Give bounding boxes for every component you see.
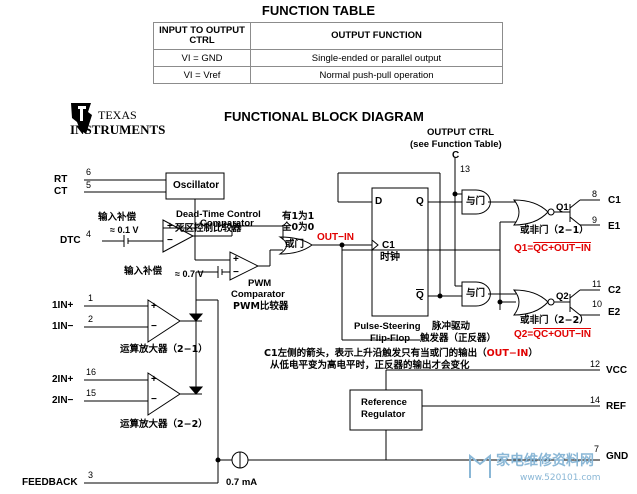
pin-e1-number: 9 (592, 215, 598, 225)
pwm-label-cn: PWM比较器 (233, 301, 289, 312)
nor-gate-2-label: 或非门（2−2） (520, 315, 589, 326)
col-header-output: OUTPUT FUNCTION (250, 22, 503, 50)
current-07ma-label: 0.7 mA (226, 477, 258, 488)
function-table-title: FUNCTION TABLE (261, 3, 376, 18)
out-in-label: OUT−IN (317, 232, 354, 243)
flip-flop-cn: 触发器（正反器） (420, 333, 497, 344)
pin-1in-plus-label: 1IN+ (52, 300, 74, 311)
pin-feedback-number: 3 (88, 470, 94, 480)
pin-dtc-number: 4 (86, 229, 92, 239)
amp-1-plus: + (151, 301, 157, 312)
pin-c-number: 13 (460, 164, 471, 174)
pin-ct-number: 5 (86, 180, 92, 190)
deadtime-minus: − (167, 235, 173, 246)
note-line-1: C1左侧的箭头，表示上升沿触发只有当或门的输出（OUT−IN） (264, 348, 538, 359)
watermark-url: www.520101.com (520, 473, 601, 483)
pin-vcc-number: 12 (590, 359, 601, 369)
pin-2in-plus-number: 16 (86, 367, 97, 377)
ff-d-label: D (375, 196, 383, 207)
pin-e2-number: 10 (592, 299, 603, 309)
pin-c-label: C (452, 150, 460, 161)
pin-c2-label: C2 (608, 285, 621, 296)
cell-input: VI = Vref (153, 66, 251, 84)
pin-rt-label: RT (54, 174, 68, 185)
diagram-title: FUNCTIONAL BLOCK DIAGRAM (224, 109, 424, 124)
output-ctrl-label: OUTPUT CTRL (427, 127, 495, 138)
offset-01v-label: ≈ 0.1 V (110, 225, 139, 235)
ff-c1-label: C1 (382, 240, 395, 251)
pin-2in-minus-number: 15 (86, 388, 97, 398)
pin-c2-number: 11 (592, 279, 602, 289)
pin-dtc-label: DTC (60, 235, 81, 246)
pin-c1-number: 8 (592, 189, 598, 199)
pulse-steering-label: Pulse-Steering (354, 321, 421, 332)
nor-gate-1-label: 或非门（2−1） (520, 225, 589, 236)
pin-ct-label: CT (54, 186, 68, 197)
table-header-row: INPUT TO OUTPUT CTRL OUTPUT FUNCTION (153, 22, 503, 50)
input-comp-cn1: 输入补偿 (98, 212, 137, 223)
note-line-2: 从低电平变为高电平时，正反器的输出才会变化 (270, 360, 470, 371)
pin-gnd-label: GND (606, 451, 629, 462)
pin-1in-minus-label: 1IN− (52, 321, 74, 332)
pin-e2-label: E2 (608, 307, 621, 318)
pin-feedback-label: FEEDBACK (22, 477, 78, 488)
pin-2in-plus-label: 2IN+ (52, 374, 74, 385)
see-function-table-label: (see Function Table) (410, 139, 502, 150)
amp-2-label: 运算放大器（2−2） (120, 419, 208, 430)
pwm-plus: + (233, 254, 239, 265)
pin-rt-number: 6 (86, 167, 92, 177)
table-row: VI = GND Single-ended or parallel output (153, 49, 503, 67)
flip-flop-label: Flip-Flop (370, 333, 411, 344)
offset-07v-label: ≈ 0.7 V (175, 269, 204, 279)
pin-1in-minus-number: 2 (88, 314, 94, 324)
amp-1-label: 运算放大器（2−1） (120, 344, 208, 355)
amp-1-minus: − (151, 321, 157, 332)
pwm-minus: − (233, 267, 239, 278)
watermark-logo-icon (469, 453, 491, 478)
pwm-label-en1: PWM (248, 278, 272, 289)
pulse-steering-cn: 脉冲驱动 (432, 321, 471, 332)
q1-equation: Q1=QC+OUT−IN (514, 243, 591, 254)
or-gate-label: 或门 (285, 239, 305, 250)
ff-clock-cn: 时钟 (380, 252, 400, 263)
pwm-label-en2: Comparator (231, 289, 285, 300)
amp-2-plus: + (151, 374, 157, 385)
reference-label-2: Regulator (361, 409, 406, 420)
pin-c1-label: C1 (608, 195, 621, 206)
pin-e1-label: E1 (608, 221, 621, 232)
pin-ref-label: REF (606, 401, 626, 412)
amp-2-minus: − (151, 394, 157, 405)
pin-ref-number: 14 (590, 395, 601, 405)
oscillator-label: Oscillator (173, 180, 220, 191)
pin-1in-plus-number: 1 (88, 293, 94, 303)
q1-label: Q1 (556, 202, 569, 213)
logo-instruments: INSTRUMENTS (70, 122, 166, 137)
function-table: INPUT TO OUTPUT CTRL OUTPUT FUNCTION VI … (153, 22, 503, 84)
ff-q-label: Q (416, 196, 424, 207)
watermark-cn: 家电维修资料网 (496, 453, 594, 469)
q2-equation: Q2=QC+OUT−IN (514, 329, 591, 340)
ti-logo-icon (71, 103, 92, 134)
deadtime-label-en1: Dead-Time Control (176, 209, 261, 220)
reference-label-1: Reference (361, 397, 407, 408)
input-comp-cn2: 输入补偿 (124, 266, 163, 277)
pin-2in-minus-label: 2IN− (52, 395, 74, 406)
and-gate-1-label: 与门 (466, 196, 486, 207)
or-gate-rule-1: 有1为1 (282, 211, 315, 222)
and-gate-2-label: 与门 (466, 288, 486, 299)
deadtime-plus: + (167, 221, 173, 232)
cell-output: Normal push-pull operation (250, 66, 503, 84)
pin-gnd-number: 7 (594, 444, 600, 454)
or-gate-rule-2: 全0为0 (282, 222, 315, 233)
q2-label: Q2 (556, 291, 569, 302)
col-header-input: INPUT TO OUTPUT CTRL (153, 22, 251, 50)
deadtime-label-cn: 死区控制比较器 (175, 223, 242, 234)
table-row: VI = Vref Normal push-pull operation (153, 66, 503, 84)
logo-texas: TEXAS (98, 108, 137, 122)
deadtime-label-en2: Comparator (200, 218, 254, 229)
pin-vcc-label: VCC (606, 365, 628, 376)
ff-qbar-label: Q (416, 290, 424, 301)
